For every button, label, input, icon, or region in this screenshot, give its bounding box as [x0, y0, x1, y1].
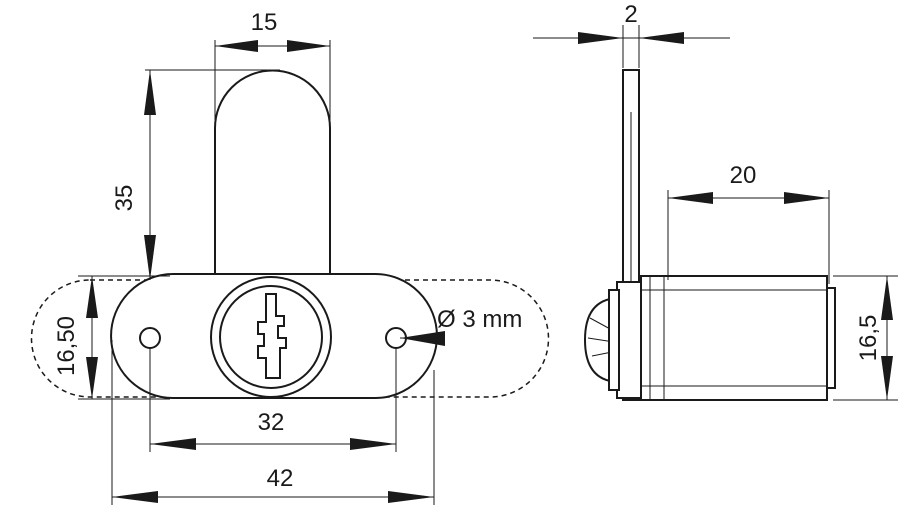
dim-hole-spacing-label: 32	[258, 409, 285, 436]
dim-height: 35	[111, 69, 280, 280]
dim-height-label: 35	[111, 185, 138, 212]
dim-body-length-label: 20	[730, 162, 757, 189]
washer	[608, 289, 620, 391]
dim-cam-width: 15	[214, 9, 331, 120]
dim-plate-height: 16,50	[53, 275, 170, 400]
dim-plate-height-label: 16,50	[53, 316, 80, 376]
dim-cam-width-label: 15	[251, 9, 278, 36]
plate-dashed-outline	[30, 279, 550, 398]
lock-cam	[214, 69, 331, 275]
flange-edge	[616, 281, 642, 399]
keyway-icon	[257, 293, 287, 379]
cylinder-end-cap	[826, 287, 836, 389]
front-view	[30, 69, 550, 399]
dim-hole-diameter: Ø 3 mm	[400, 306, 522, 346]
dim-body-diameter: 16,5	[833, 275, 898, 401]
side-view	[583, 69, 836, 401]
dim-body-length: 20	[667, 162, 830, 284]
dim-hole-diameter-label: Ø 3 mm	[437, 306, 522, 333]
dim-plate-width: 42	[111, 340, 435, 505]
cylinder-body	[640, 275, 828, 401]
cylinder-outer-ring	[210, 276, 332, 398]
dim-thickness: 2	[533, 1, 730, 68]
dim-thickness-label: 2	[624, 1, 637, 28]
dim-hole-spacing: 32	[149, 348, 397, 452]
dim-body-diameter-label: 16,5	[855, 315, 882, 362]
dim-plate-width-label: 42	[267, 465, 294, 492]
cylinder-inner-ring	[219, 285, 323, 389]
